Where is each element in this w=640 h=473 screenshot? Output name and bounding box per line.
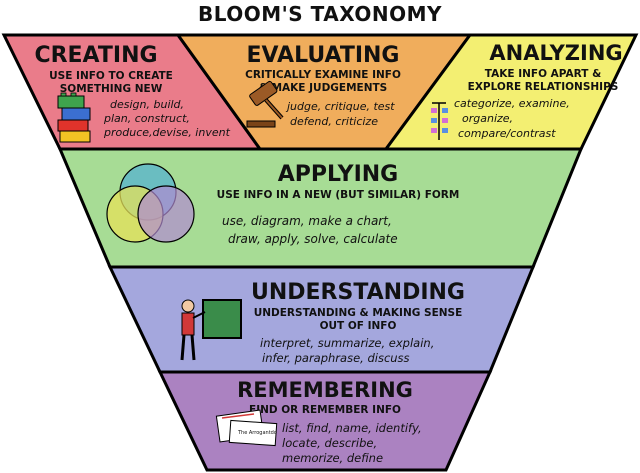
- applying-desc-line1: USE INFO IN A NEW (BUT SIMILAR) FORM: [217, 189, 460, 201]
- analyzing-desc-line2: EXPLORE RELATIONSHIPS: [468, 81, 619, 93]
- analyzing-desc-line1: TAKE INFO APART &: [485, 68, 601, 80]
- applying-verbs-line1: use, diagram, make a chart,: [222, 214, 392, 228]
- evaluating-desc-line2: & MAKE JUDGEMENTS: [259, 82, 387, 94]
- teacher-at-board-icon: [180, 299, 242, 361]
- creating-desc-line2: SOMETHING NEW: [60, 83, 163, 95]
- remembering-band: [157, 370, 493, 472]
- page-title: BLOOM'S TAXONOMY: [197, 2, 443, 26]
- creating-verbs-line1: design, build,: [110, 98, 184, 111]
- sorting-chart-icon: [431, 102, 448, 140]
- evaluating-verbs-line1: judge, critique, test: [285, 100, 395, 113]
- analyzing-verbs-line1: categorize, examine,: [454, 97, 570, 110]
- evaluating-desc-line1: CRITICALLY EXAMINE INFO: [245, 69, 401, 81]
- remembering-heading: REMEMBERING: [237, 378, 413, 402]
- remembering-verbs-line2: locate, describe,: [282, 436, 377, 450]
- applying-heading: APPLYING: [278, 162, 398, 187]
- understanding-desc-line1: UNDERSTANDING & MAKING SENSE: [254, 307, 463, 319]
- remembering-verbs-line3: memorize, define: [282, 451, 383, 465]
- analyzing-verbs-line2: organize,: [462, 112, 513, 125]
- evaluating-verbs-line2: defend, criticize: [290, 115, 378, 128]
- creating-heading: CREATING: [34, 43, 157, 68]
- lego-bricks-icon: [57, 92, 91, 143]
- analyzing-verbs-line3: compare/contrast: [458, 127, 556, 140]
- flash-card-text: The Arrogantdo: [237, 430, 277, 436]
- remembering-verbs-line1: list, find, name, identify,: [282, 421, 422, 435]
- creating-verbs-line3: produce,devise, invent: [103, 126, 231, 139]
- understanding-heading: UNDERSTANDING: [251, 280, 465, 305]
- evaluating-heading: EVALUATING: [247, 43, 400, 68]
- analyzing-heading: ANALYZING: [489, 41, 622, 65]
- applying-verbs-line2: draw, apply, solve, calculate: [228, 232, 398, 246]
- creating-desc-line1: USE INFO TO CREATE: [49, 70, 173, 82]
- venn-diagram-icon: [106, 163, 195, 243]
- flash-cards-icon: The Arrogantdo: [215, 409, 278, 447]
- gavel-icon: [246, 80, 284, 128]
- understanding-verbs-line1: interpret, summarize, explain,: [260, 336, 434, 350]
- creating-verbs-line2: plan, construct,: [103, 112, 190, 125]
- remembering-desc-line1: FIND OR REMEMBER INFO: [249, 404, 401, 416]
- understanding-desc-line2: OUT OF INFO: [320, 320, 397, 332]
- understanding-verbs-line2: infer, paraphrase, discuss: [262, 351, 410, 365]
